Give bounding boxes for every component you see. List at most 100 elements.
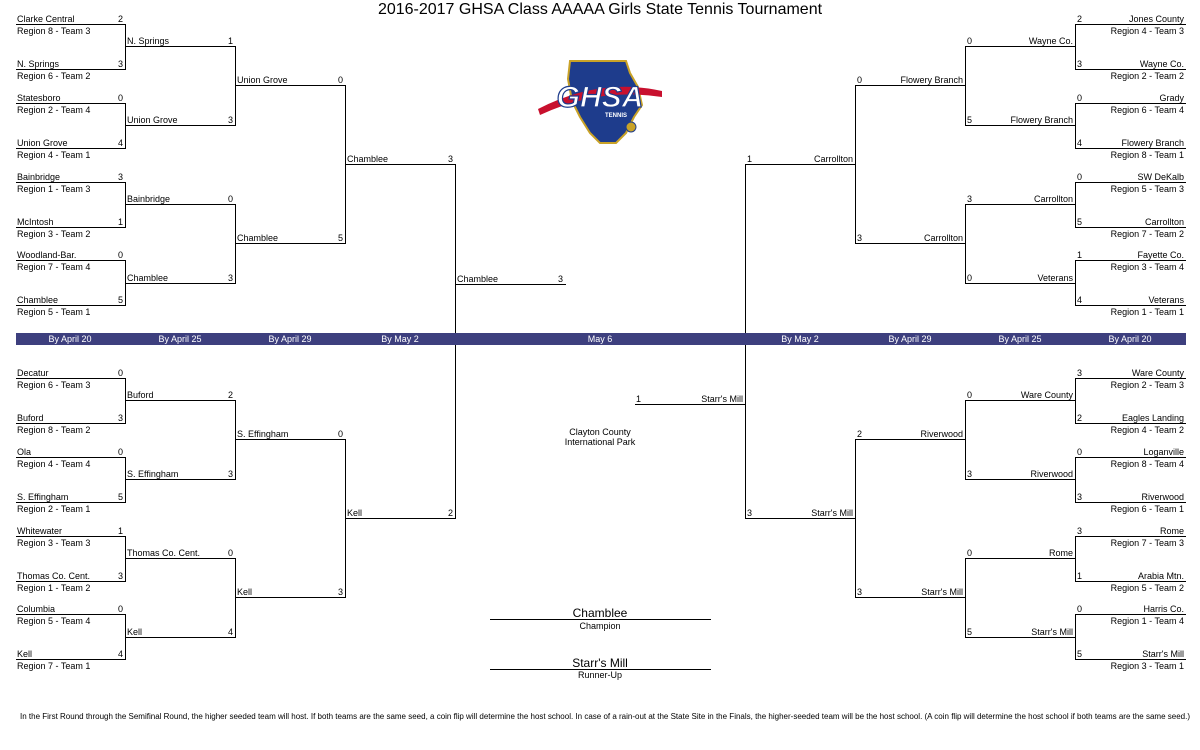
- venue-line-1: Clayton County: [569, 427, 631, 437]
- right_bottom-r1-seed-6: Region 1 - Team 4: [1110, 616, 1184, 626]
- round-date-left-1: By April 20: [48, 334, 92, 344]
- left_bottom-r1-seed-7: Region 7 - Team 1: [17, 661, 91, 671]
- right_bottom-r1-score-7: 5: [1077, 649, 1083, 659]
- champion-team: Chamblee: [572, 606, 628, 620]
- right_bottom-r1-seed-5: Region 5 - Team 2: [1110, 583, 1184, 593]
- right_bottom-r1-line-3: [1075, 502, 1186, 503]
- left_bottom-r3-line-0: [236, 439, 346, 440]
- left_bottom-r2-score-1: 3: [227, 469, 233, 479]
- left_bottom-r1-score-7: 4: [117, 649, 123, 659]
- right_top-r3-score-0: 0: [857, 75, 863, 85]
- left_bottom-r1-seed-3: Region 2 - Team 1: [17, 504, 91, 514]
- right_top-r1-seed-7: Region 1 - Team 1: [1110, 307, 1184, 317]
- right_top-r1-line-6: [1075, 260, 1186, 261]
- right_bottom-r2-team-1: Riverwood: [1030, 469, 1073, 479]
- left_bottom-r3-line-1: [236, 597, 346, 598]
- right_top-r2-line-3: [965, 283, 1076, 284]
- left_bottom-r1-line-2: [16, 457, 126, 458]
- right_bottom-r1-line-2: [1075, 457, 1186, 458]
- left_bottom-r1-team-2: Ola: [17, 447, 32, 457]
- right_bottom-r2-team-0: Ware County: [1020, 390, 1073, 400]
- runner-up-team: Starr's Mill: [572, 656, 628, 670]
- left_bottom-r1-score-2: 0: [117, 447, 123, 457]
- left_bottom-r4-score: 2: [447, 508, 453, 518]
- right_top-r1-score-1: 3: [1077, 59, 1083, 69]
- right_bottom-r1-seed-0: Region 2 - Team 3: [1110, 380, 1184, 390]
- left_bottom-r3-team-0: S. Effingham: [237, 429, 289, 439]
- round-date-left-4: By May 2: [381, 334, 419, 344]
- right_bottom-r1-team-7: Starr's Mill: [1142, 649, 1184, 659]
- page-title: 2016-2017 GHSA Class AAAAA Girls State T…: [377, 1, 823, 18]
- right_bottom-r2-line-3: [965, 637, 1076, 638]
- right_bottom-r3-score-0: 2: [857, 429, 863, 439]
- right_bottom-r3-score-1: 3: [857, 587, 863, 597]
- left_top-r2-line-3: [126, 283, 236, 284]
- right_top-r1-team-0: Jones County: [1128, 14, 1184, 24]
- left_bottom-r1-line-7: [16, 659, 126, 660]
- left_bottom-r2-line-2: [126, 558, 236, 559]
- left_top-r2-score-1: 3: [227, 115, 233, 125]
- right_top-r2-score-3: 0: [967, 273, 973, 283]
- right_top-r1-team-5: Carrollton: [1144, 217, 1184, 227]
- right_top-r1-line-5: [1075, 227, 1186, 228]
- right_top-r1-team-6: Fayette Co.: [1137, 250, 1184, 260]
- left_top-r1-line-6: [16, 260, 126, 261]
- left_top-r4-score: 3: [447, 154, 453, 164]
- right_top-r4-line: [745, 164, 856, 165]
- left_top-r3-team-0: Union Grove: [237, 75, 288, 85]
- left_bottom-r1-line-3: [16, 502, 126, 503]
- left_bottom-r1-seed-1: Region 8 - Team 2: [17, 425, 91, 435]
- left_top-r1-line-4: [16, 182, 126, 183]
- right_bottom-r1-connector-1: [1075, 457, 1076, 503]
- right_top-r1-seed-2: Region 6 - Team 4: [1110, 105, 1184, 115]
- right_bottom-r2-score-0: 0: [967, 390, 973, 400]
- right_bottom-r1-line-4: [1075, 536, 1186, 537]
- right_top-r4-team: Carrollton: [813, 154, 853, 164]
- right_top-r3-line-1: [855, 243, 966, 244]
- right_bottom-r2-line-0: [965, 400, 1076, 401]
- final-bottom-team: Starr's Mill: [701, 394, 743, 404]
- right_top-r1-score-2: 0: [1077, 93, 1083, 103]
- left_bottom-r2-team-2: Thomas Co. Cent.: [127, 548, 201, 558]
- right_bottom-r1-team-6: Harris Co.: [1143, 604, 1184, 614]
- right_bottom-r1-team-1: Eagles Landing: [1121, 413, 1184, 423]
- left_bottom-r1-team-4: Whitewater: [17, 526, 63, 536]
- left_top-r1-line-0: [16, 24, 126, 25]
- left_top-r1-line-1: [16, 69, 126, 70]
- right_top-r2-team-3: Veterans: [1037, 273, 1073, 283]
- right_top-r1-line-0: [1075, 24, 1186, 25]
- right_top-r1-team-3: Flowery Branch: [1121, 138, 1184, 148]
- left_top-r1-seed-7: Region 5 - Team 1: [17, 307, 91, 317]
- left_top-r2-line-0: [126, 46, 236, 47]
- left_top-r1-score-3: 4: [117, 138, 123, 148]
- left_top-r1-score-0: 2: [117, 14, 123, 24]
- right_bottom-r2-line-1: [965, 479, 1076, 480]
- right_top-r2-score-0: 0: [967, 36, 973, 46]
- left_bottom-r2-team-1: S. Effingham: [127, 469, 179, 479]
- left_bottom-r1-team-6: Columbia: [17, 604, 56, 614]
- left_bottom-r1-line-0: [16, 378, 126, 379]
- left_top-r4-line: [346, 164, 456, 165]
- right_top-r2-line-1: [965, 125, 1076, 126]
- left_bottom-r2-score-3: 4: [227, 627, 233, 637]
- right_top-r1-seed-6: Region 3 - Team 4: [1110, 262, 1184, 272]
- right_top-r1-seed-5: Region 7 - Team 2: [1110, 229, 1184, 239]
- left_bottom-r1-seed-5: Region 1 - Team 2: [17, 583, 91, 593]
- left_top-r3-line-1: [236, 243, 346, 244]
- left_top-r1-seed-2: Region 2 - Team 4: [17, 105, 91, 115]
- right_top-r1-line-4: [1075, 182, 1186, 183]
- left_top-r2-line-1: [126, 125, 236, 126]
- left_bottom-r3-score-0: 0: [337, 429, 343, 439]
- right_bottom-r1-seed-7: Region 3 - Team 1: [1110, 661, 1184, 671]
- right_bottom-r1-team-5: Arabia Mtn.: [1137, 571, 1184, 581]
- right_bottom-r2-line-2: [965, 558, 1076, 559]
- left_top-r1-connector-3: [125, 260, 126, 306]
- left_top-r1-score-7: 5: [117, 295, 123, 305]
- right_top-r2-line-2: [965, 204, 1076, 205]
- right_top-r3-line-0: [855, 85, 966, 86]
- left_bottom-r2-team-0: Buford: [127, 390, 154, 400]
- left_bottom-r2-line-0: [126, 400, 236, 401]
- right_top-r2-connector-1: [965, 204, 966, 284]
- left_bottom-r2-score-0: 2: [227, 390, 233, 400]
- left_bottom-r3-connector: [345, 439, 346, 598]
